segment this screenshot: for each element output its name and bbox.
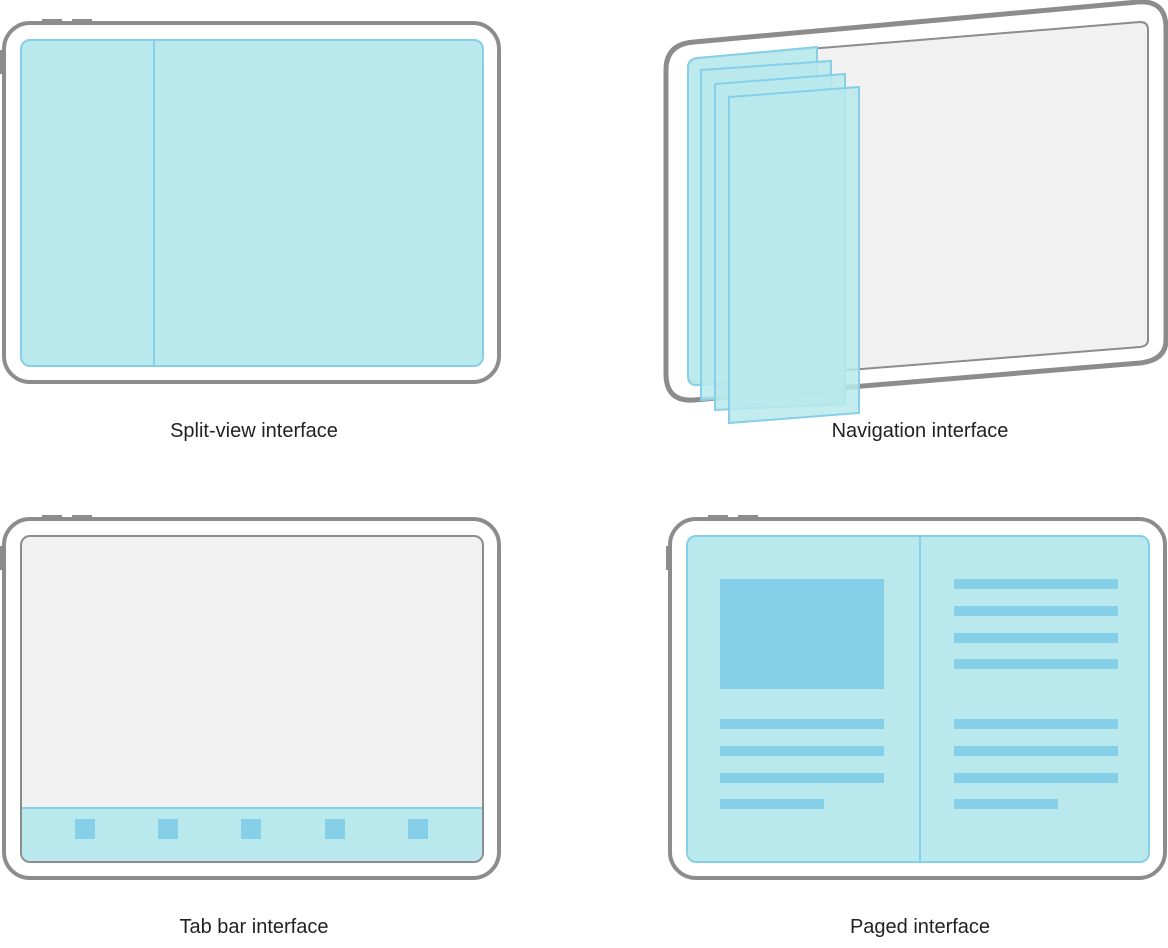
device-button bbox=[42, 515, 62, 518]
page-divider bbox=[919, 537, 921, 861]
device-button bbox=[72, 19, 92, 22]
device-button bbox=[0, 546, 3, 570]
tab-icon bbox=[241, 819, 261, 839]
split-screen bbox=[20, 39, 484, 367]
text-line bbox=[720, 773, 884, 783]
text-line bbox=[954, 773, 1118, 783]
text-line bbox=[954, 746, 1118, 756]
caption-split-view: Split-view interface bbox=[170, 420, 338, 442]
tab-content-area bbox=[20, 535, 484, 863]
tab-icon bbox=[325, 819, 345, 839]
caption-tab-bar: Tab bar interface bbox=[179, 916, 329, 938]
text-line bbox=[954, 633, 1118, 643]
device-button bbox=[708, 515, 728, 518]
device-button bbox=[0, 50, 3, 74]
navigation-device-svg bbox=[663, 0, 1168, 425]
tab-icon bbox=[158, 819, 178, 839]
caption-paged: Paged interface bbox=[849, 916, 991, 938]
tab-icon bbox=[408, 819, 428, 839]
device-button bbox=[666, 546, 669, 570]
tab-bar bbox=[22, 807, 482, 861]
text-line bbox=[720, 799, 824, 809]
caption-navigation: Navigation interface bbox=[831, 420, 1009, 442]
text-line bbox=[954, 606, 1118, 616]
text-line bbox=[720, 746, 884, 756]
text-line bbox=[954, 659, 1118, 669]
image-placeholder bbox=[720, 579, 884, 689]
text-line bbox=[720, 719, 884, 729]
split-divider bbox=[153, 41, 155, 365]
device-button bbox=[72, 515, 92, 518]
text-line bbox=[954, 719, 1118, 729]
device-button bbox=[738, 515, 758, 518]
text-line bbox=[954, 579, 1118, 589]
tab-icon bbox=[75, 819, 95, 839]
paged-screen bbox=[686, 535, 1150, 863]
device-button bbox=[42, 19, 62, 22]
text-line bbox=[954, 799, 1058, 809]
